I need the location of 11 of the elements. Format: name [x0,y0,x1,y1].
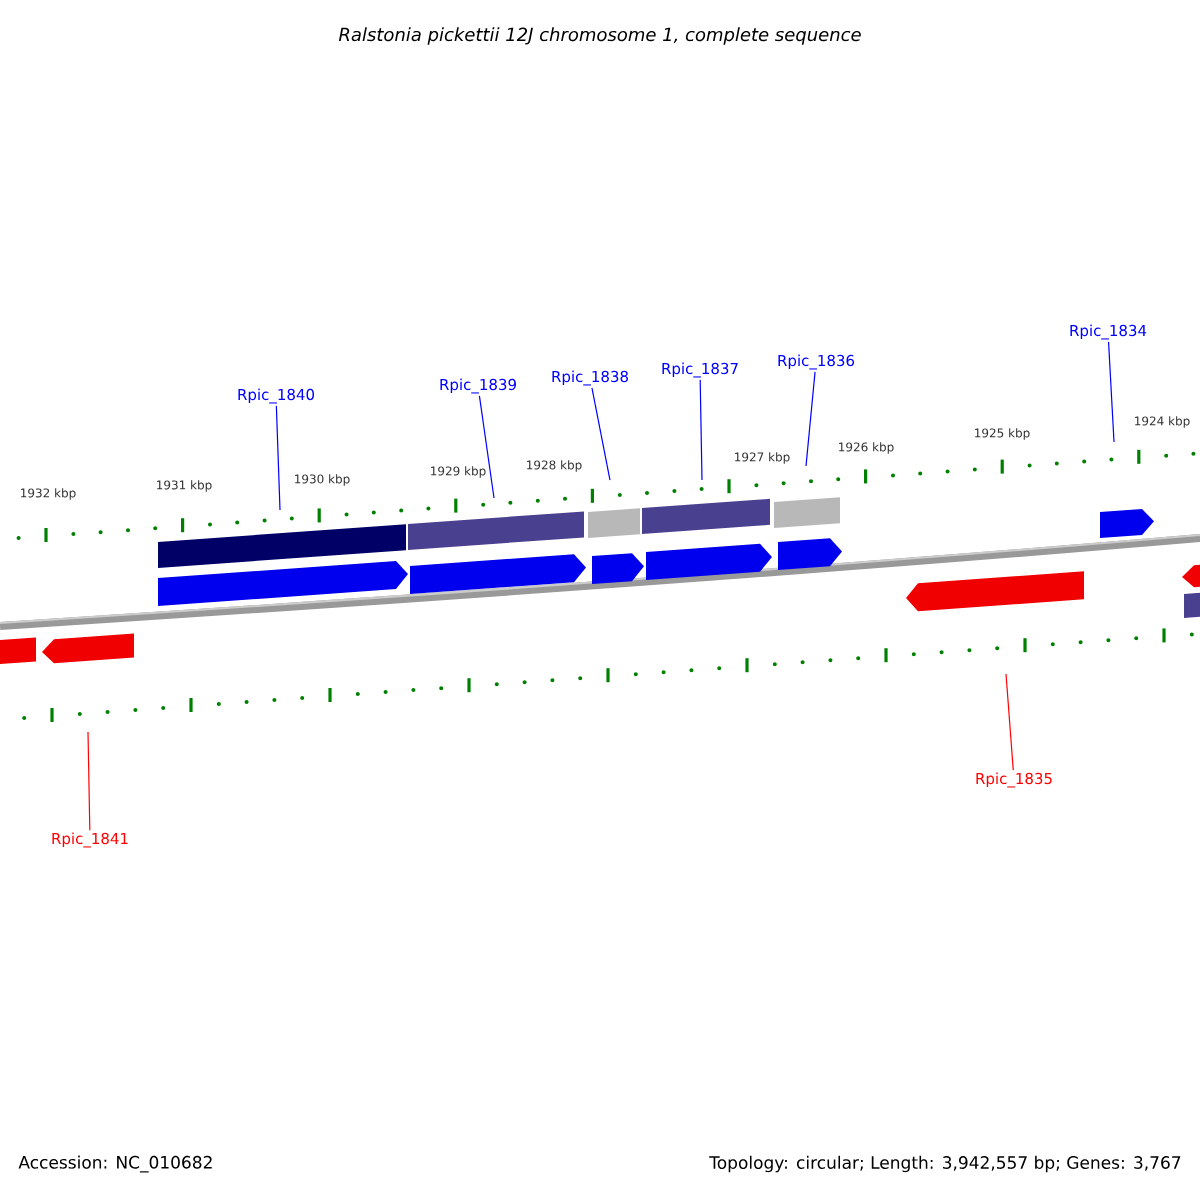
footer-text: Topology: circular; Length: 3,942,557 bp; Genes: 3,767 [709,1155,1181,1173]
leader-line [87,731,91,831]
footer-text: Accession: NC_010682 [18,1155,212,1173]
leader-line [591,387,611,481]
leader-line [275,405,281,511]
leader-line [1107,341,1115,443]
leader-line [478,395,495,499]
leader-line [805,371,816,467]
leader-line [699,379,703,481]
title: Ralstonia pickettii 12J chromosome 1, complete sequence [338,27,861,45]
leader-line [1005,673,1014,771]
